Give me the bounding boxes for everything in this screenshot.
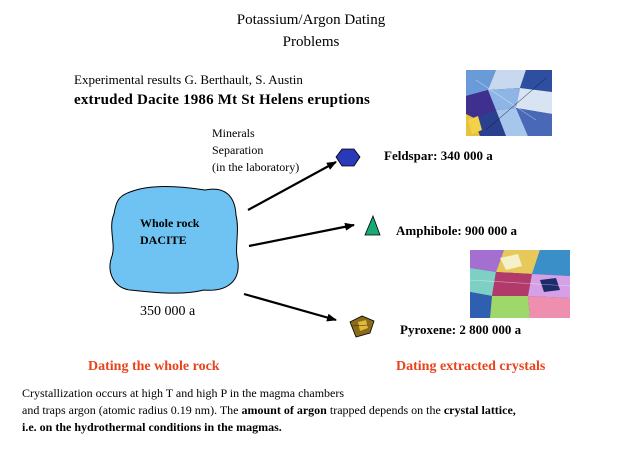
hexagon-icon xyxy=(335,148,361,167)
pyroxene-label: Pyroxene: 2 800 000 a xyxy=(400,322,522,337)
whole-rock-line-1: Whole rock xyxy=(140,216,200,230)
separation-line-1: Minerals xyxy=(212,126,255,140)
footer-line-2-part-a: and traps argon (atomic radius 0.19 nm).… xyxy=(22,403,242,417)
feldspar-label: Feldspar: 340 000 a xyxy=(384,148,493,163)
amphibole-label: Amphibole: 900 000 a xyxy=(396,223,517,238)
footer-line-1: Crystallization occurs at high T and hig… xyxy=(22,386,345,400)
crystal-icon xyxy=(349,315,375,338)
separation-label: Minerals Separation (in the laboratory) xyxy=(212,125,332,176)
footer-line-2-emph-lattice: crystal lattice, xyxy=(443,403,516,417)
whole-rock-shape xyxy=(109,186,239,294)
separation-line-2: Separation xyxy=(212,143,264,157)
experiment-subject: extruded Dacite 1986 Mt St Helens erupti… xyxy=(74,92,371,108)
separation-line-3: (in the laboratory) xyxy=(212,160,300,174)
experiment-credit: Experimental results G. Berthault, S. Au… xyxy=(74,72,303,87)
title-line-1: Potassium/Argon Dating xyxy=(236,12,386,28)
footer-line-2-part-c: trapped depends on the xyxy=(326,403,444,417)
footer-line-3-emph: i.e. on the hydrothermal conditions in t… xyxy=(22,420,282,434)
arrow-to-amphibole xyxy=(248,222,355,248)
arrow-to-feldspar xyxy=(247,161,337,211)
pyroxene-micrograph-image xyxy=(470,250,570,318)
footer-text: Crystallization occurs at high T and hig… xyxy=(22,385,516,436)
footer-line-3: i.e. on the hydrothermal conditions in t… xyxy=(22,419,516,436)
arrow-to-pyroxene xyxy=(243,292,337,322)
whole-rock-age: 350 000 a xyxy=(140,304,196,319)
caption-whole-rock: Dating the whole rock xyxy=(88,359,220,374)
triangle-icon xyxy=(364,214,381,236)
title-line-2: Problems xyxy=(282,34,340,50)
whole-rock-label: Whole rock DACITE xyxy=(140,215,199,249)
caption-extracted-crystals: Dating extracted crystals xyxy=(396,359,546,374)
feldspar-micrograph-image xyxy=(466,70,552,136)
footer-line-2: and traps argon (atomic radius 0.19 nm).… xyxy=(22,402,516,419)
whole-rock-line-2: DACITE xyxy=(140,233,187,247)
footer-line-2-emph-argon: amount of argon xyxy=(241,403,327,417)
